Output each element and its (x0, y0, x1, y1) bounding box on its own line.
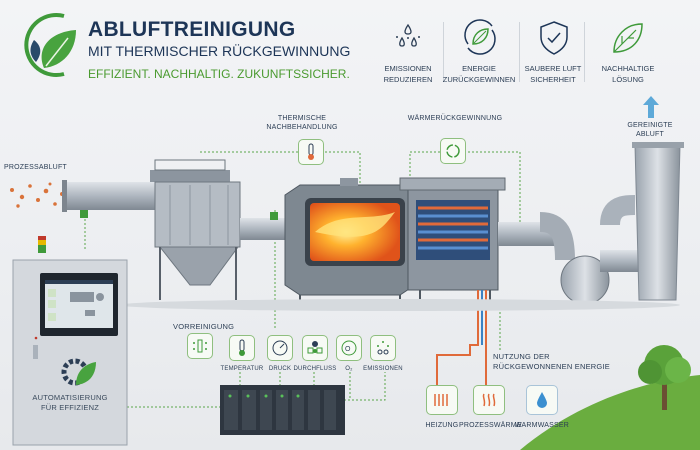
shield-check-icon (540, 21, 568, 55)
sensor-pressure[interactable] (267, 335, 293, 361)
divider (584, 22, 585, 82)
sensor-emissions[interactable] (370, 335, 396, 361)
energy-hot-water[interactable] (526, 385, 558, 415)
thermometer-icon (239, 339, 245, 356)
sensor-label: TEMPERATUR (220, 366, 264, 372)
gauge-icon (272, 340, 288, 356)
heat-recovery-label: WÄRMERÜCKGEWINNUNG (407, 115, 503, 122)
divider (519, 22, 520, 82)
energy-label: HEIZUNG (425, 422, 459, 429)
thermometer-icon (308, 143, 314, 160)
energy-label: WARMWASSER (515, 422, 569, 429)
recycle-leaf-icon (464, 19, 496, 55)
input-label: PROZESSABLUFT (4, 164, 67, 171)
divider (443, 22, 444, 82)
up-arrow-icon (643, 96, 659, 118)
sensor-label: O₂ (345, 366, 353, 372)
energy-label: PROZESSWÄRME (459, 422, 522, 429)
pre-cleaning-label: VORREINIGUNG (173, 322, 235, 331)
leaf-icon (613, 23, 643, 53)
energy-heating[interactable] (426, 385, 458, 415)
tagline: EFFIZIENT. NACHHALTIG. ZUKUNFTSSICHER. (88, 67, 350, 81)
sensor-label: DURCHFLUSS (293, 366, 337, 372)
radiator-icon (434, 394, 448, 406)
energy-process-heat[interactable] (473, 385, 505, 415)
sensor-flow[interactable] (302, 335, 328, 361)
thermal-sensor-box[interactable] (298, 139, 324, 165)
water-drop-icon (537, 392, 547, 408)
page-title: ABLUFTREINIGUNG (88, 18, 296, 41)
sensor-label: DRUCK (268, 366, 292, 372)
sensor-oxygen[interactable]: O (336, 335, 362, 361)
pre-cleaning-box[interactable] (187, 333, 213, 359)
recovery-cycle-icon (446, 144, 460, 158)
page-subtitle: MIT THERMISCHER RÜCKGEWINNUNG (88, 43, 351, 59)
oxygen-icon: O (341, 340, 357, 356)
plant-illustration (10, 142, 700, 450)
heat-recovery-box[interactable] (440, 138, 466, 164)
droplets-icon (396, 23, 420, 47)
svg-text:O: O (345, 346, 351, 353)
emissions-icon (377, 341, 389, 355)
logo-icon (24, 13, 76, 77)
sensor-temperature[interactable] (229, 335, 255, 361)
filter-icon (193, 339, 207, 353)
heat-waves-icon (482, 393, 496, 407)
sensor-label: EMISSIONEN (363, 366, 403, 372)
flow-icon (307, 341, 323, 354)
